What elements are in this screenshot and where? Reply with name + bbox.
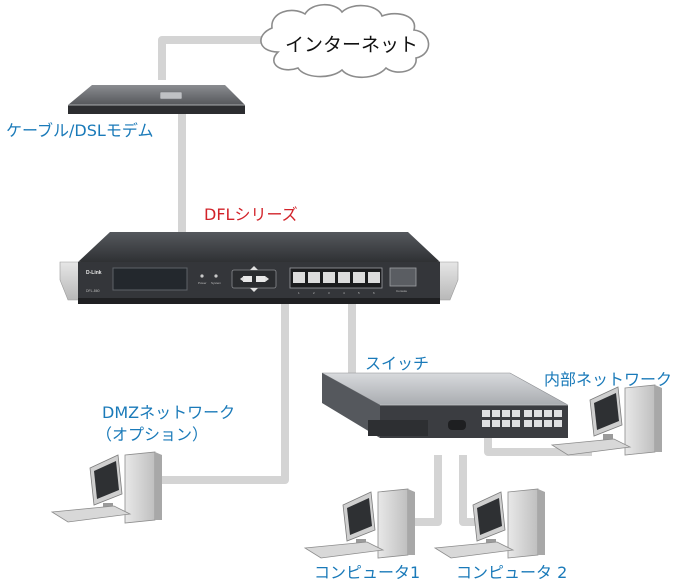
internal-network-label: 内部ネットワーク	[544, 370, 673, 389]
modem-label: ケーブル/DSLモデム	[6, 121, 154, 140]
dfl-firewall-icon: D-Link DFL-860 Power System Console 1 2 …	[59, 232, 459, 304]
dfl-series-label: DFLシリーズ	[204, 205, 298, 224]
switch-icon	[321, 372, 569, 438]
device-system-label: System	[211, 281, 222, 285]
switch-label: スイッチ	[365, 354, 430, 373]
internet-cloud-icon	[260, 3, 430, 79]
switch-ports	[482, 410, 562, 427]
port-label: 3	[328, 291, 330, 295]
port-label: 4	[343, 291, 345, 295]
internal-computer-icon	[550, 384, 662, 456]
computer1-icon	[303, 488, 415, 559]
cable-modem-internet	[158, 36, 262, 80]
cable-firewall-dmz	[150, 290, 289, 484]
modem-icon	[68, 85, 245, 114]
computer1-label: コンピュータ1	[314, 563, 421, 582]
keypad-icon	[231, 266, 277, 292]
computer2-label: コンピュータ 2	[456, 563, 568, 582]
firewall-ports	[289, 267, 383, 289]
dmz-computer-icon	[50, 451, 162, 524]
dmz-optional-label: （オプション）	[96, 425, 209, 444]
device-console-label: Console	[396, 289, 407, 293]
dmz-network-label: DMZネットワーク	[102, 403, 236, 422]
internet-label: インターネット	[285, 34, 419, 56]
device-brand: D-Link	[86, 270, 102, 276]
port-label: 5	[358, 291, 360, 295]
device-power-label: Power	[198, 281, 207, 285]
port-label: 6	[373, 291, 375, 295]
computer2-icon	[433, 488, 545, 559]
port-label: 2	[313, 291, 315, 295]
device-model: DFL-860	[86, 289, 100, 293]
port-label: 1	[298, 291, 300, 295]
